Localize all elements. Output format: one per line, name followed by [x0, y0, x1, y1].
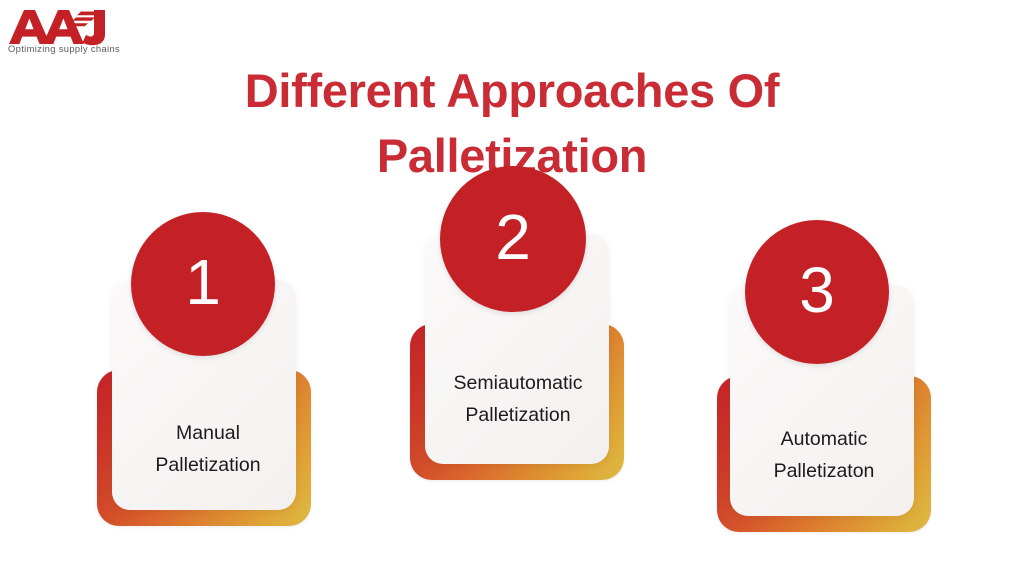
card-number-badge-3: 3	[745, 220, 889, 364]
card-number-1: 1	[185, 246, 221, 318]
approach-card-3[interactable]: Automatic Palletizaton 3	[712, 220, 936, 536]
card-label-3-line-2: Palletizaton	[773, 459, 875, 482]
card-label-2-line-1: Semiautomatic	[453, 372, 583, 394]
card-label-3: Automatic Palletizaton	[712, 424, 936, 487]
card-label-1-line-1: Manual	[176, 422, 240, 444]
page-title: Different Approaches Of Palletization	[0, 59, 1024, 189]
card-label-3-line-1: Automatic	[780, 428, 868, 450]
card-label-2-line-2: Palletization	[465, 403, 571, 426]
card-number-3: 3	[799, 254, 835, 326]
card-number-badge-2: 2	[440, 166, 586, 312]
card-label-2: Semiautomatic Palletization	[406, 368, 630, 431]
approach-card-2[interactable]: Semiautomatic Palletization 2	[406, 166, 630, 482]
card-number-badge-1: 1	[131, 212, 275, 356]
brand-tagline: Optimizing supply chains	[8, 43, 120, 54]
aaj-logo-icon: Optimizing supply chains	[8, 10, 120, 54]
approach-card-1[interactable]: Manual Palletization 1	[96, 212, 320, 528]
page-title-line-1: Different Approaches Of	[244, 64, 780, 118]
card-label-1-line-2: Palletization	[155, 453, 261, 476]
card-label-1: Manual Palletization	[96, 418, 320, 481]
brand-logo: Optimizing supply chains	[6, 6, 132, 54]
card-number-2: 2	[495, 201, 531, 273]
